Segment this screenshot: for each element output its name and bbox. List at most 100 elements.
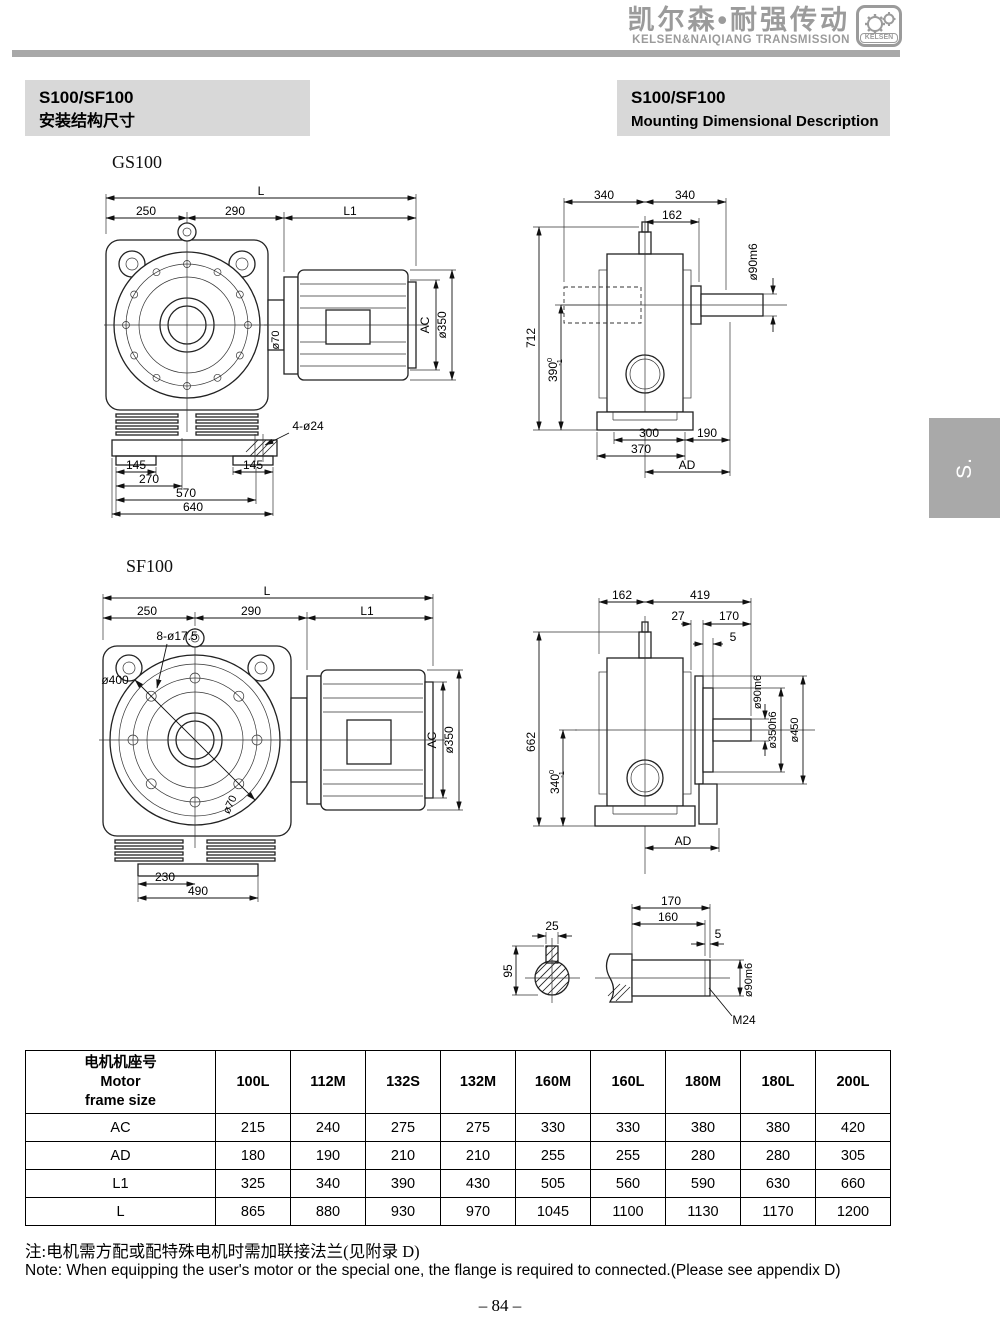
cell: 180 <box>215 1141 291 1170</box>
dim-L1: L1 <box>360 604 374 618</box>
cell: 330 <box>515 1113 591 1142</box>
cell: 275 <box>440 1113 516 1142</box>
gs100-side-dimensions: 340 340 162 712 3900-1 ø90m6 300 190 <box>524 188 777 476</box>
dim-4-24: 4-ø24 <box>292 419 324 433</box>
brand-name-en: KELSEN&NAIQIANG TRANSMISSION <box>632 34 850 46</box>
table-corner-header: 电机机座号 Motor frame size <box>25 1050 216 1114</box>
dim-250: 250 <box>137 604 157 618</box>
cell: 560 <box>590 1169 666 1198</box>
dim-L: L <box>264 584 271 598</box>
dim-145a: 145 <box>126 458 146 472</box>
cell: 280 <box>665 1141 741 1170</box>
col-header: 112M <box>290 1050 366 1114</box>
dim-162: 162 <box>662 208 682 222</box>
dim-25: 25 <box>545 919 559 933</box>
cell: 210 <box>365 1141 441 1170</box>
header-rule <box>12 50 900 57</box>
cell: 305 <box>815 1141 891 1170</box>
dim-AC: AC <box>425 731 439 748</box>
dim-350: ø350 <box>442 726 456 754</box>
section-tab: S. <box>929 418 1000 518</box>
dim-450: ø450 <box>789 717 801 742</box>
gs100-motor <box>264 269 428 381</box>
dim-290: 290 <box>225 204 245 218</box>
dim-290: 290 <box>241 604 261 618</box>
dim-712: 712 <box>524 328 538 348</box>
dim-490: 490 <box>188 884 208 898</box>
gs100-cooling-fins <box>115 413 259 436</box>
cell: 970 <box>440 1197 516 1226</box>
row-label: AC <box>25 1113 216 1142</box>
cell: 190 <box>290 1141 366 1170</box>
dim-400: ø400 <box>101 673 129 687</box>
col-header: 180L <box>740 1050 816 1114</box>
dim-350h6: ø350h6 <box>767 711 779 748</box>
dim-350: ø350 <box>435 311 449 339</box>
row-label: L1 <box>25 1169 216 1198</box>
dim-340b: 340 <box>675 188 695 202</box>
shaft-detail-drawing: 25 95 170 160 5 <box>501 894 756 1027</box>
section-tab-label: S. <box>952 457 976 479</box>
dim-419: 419 <box>690 588 710 602</box>
sf100-side-dimensions: 162 419 27 170 5 ø90m6 ø350h6 ø4 <box>524 588 807 852</box>
dim-160: 160 <box>658 910 678 924</box>
sf100-label: SF100 <box>126 556 174 576</box>
cell: 865 <box>215 1197 291 1226</box>
dim-L1: L1 <box>343 204 357 218</box>
logo-text: KELSEN <box>860 33 898 43</box>
sf100-housing <box>99 628 295 848</box>
dim-170: 170 <box>661 894 681 908</box>
cell: 390 <box>365 1169 441 1198</box>
cell: 430 <box>440 1169 516 1198</box>
cell: 210 <box>440 1141 516 1170</box>
col-header: 160L <box>590 1050 666 1114</box>
table-row-L: L 865 880 930 970 1045 1100 1130 1170 12… <box>25 1197 891 1226</box>
table-row-L1: L1 325 340 390 430 505 560 590 630 660 <box>25 1169 891 1198</box>
col-header: 132S <box>365 1050 441 1114</box>
table-row-AD: AD 180 190 210 210 255 255 280 280 305 <box>25 1141 891 1170</box>
cell: 255 <box>590 1141 666 1170</box>
dim-300: 300 <box>639 426 659 440</box>
sf100-front-drawing: L 250 290 L1 8-ø17.5 ø400 ø70 AC ø350 <box>99 584 463 902</box>
cell: 1045 <box>515 1197 591 1226</box>
col-header: 132M <box>440 1050 516 1114</box>
dim-640: 640 <box>183 500 203 514</box>
model-subtitle-cn: 安装结构尺寸 <box>39 113 136 130</box>
title-block-en: S100/SF100 Mounting Dimensional Descript… <box>617 80 890 136</box>
dim-390-tol: 3900-1 <box>545 358 564 382</box>
cell: 240 <box>290 1113 366 1142</box>
dim-145b: 145 <box>243 458 263 472</box>
gs100-front-dimensions: L 250 290 L1 AC ø350 ø70 4-ø24 <box>105 184 456 518</box>
shaft-cross-section: 25 95 <box>501 919 580 1003</box>
dim-AD: AD <box>675 834 692 848</box>
cell: 630 <box>740 1169 816 1198</box>
dim-340a: 340 <box>594 188 614 202</box>
gs100-side-drawing: 340 340 162 712 3900-1 ø90m6 300 190 <box>524 188 787 478</box>
dim-230: 230 <box>155 870 175 884</box>
dim-370: 370 <box>631 442 651 456</box>
dim-L: L <box>258 184 265 198</box>
cell: 215 <box>215 1113 291 1142</box>
cell: 880 <box>290 1197 366 1226</box>
motor-frame-table: 电机机座号 Motor frame size 100L 112M 132S 13… <box>25 1050 891 1226</box>
title-block-cn: S100/SF100 安装结构尺寸 <box>25 80 310 136</box>
dim-162: 162 <box>612 588 632 602</box>
cell: 1100 <box>590 1197 666 1226</box>
cell: 380 <box>665 1113 741 1142</box>
gs100-label: GS100 <box>112 152 163 172</box>
sf100-base <box>137 863 259 877</box>
cell: 325 <box>215 1169 291 1198</box>
cell: 590 <box>665 1169 741 1198</box>
model-title: S100/SF100 <box>39 88 134 107</box>
cell: 1200 <box>815 1197 891 1226</box>
cell: 1170 <box>740 1197 816 1226</box>
dim-90m6: ø90m6 <box>746 243 760 281</box>
col-header: 200L <box>815 1050 891 1114</box>
dim-340-tol: 3400-1 <box>547 770 566 794</box>
dim-570: 570 <box>176 486 196 500</box>
cell: 420 <box>815 1113 891 1142</box>
col-header: 160M <box>515 1050 591 1114</box>
cell: 340 <box>290 1169 366 1198</box>
dim-8-17.5: 8-ø17.5 <box>156 629 198 643</box>
gs100-base <box>111 434 278 466</box>
